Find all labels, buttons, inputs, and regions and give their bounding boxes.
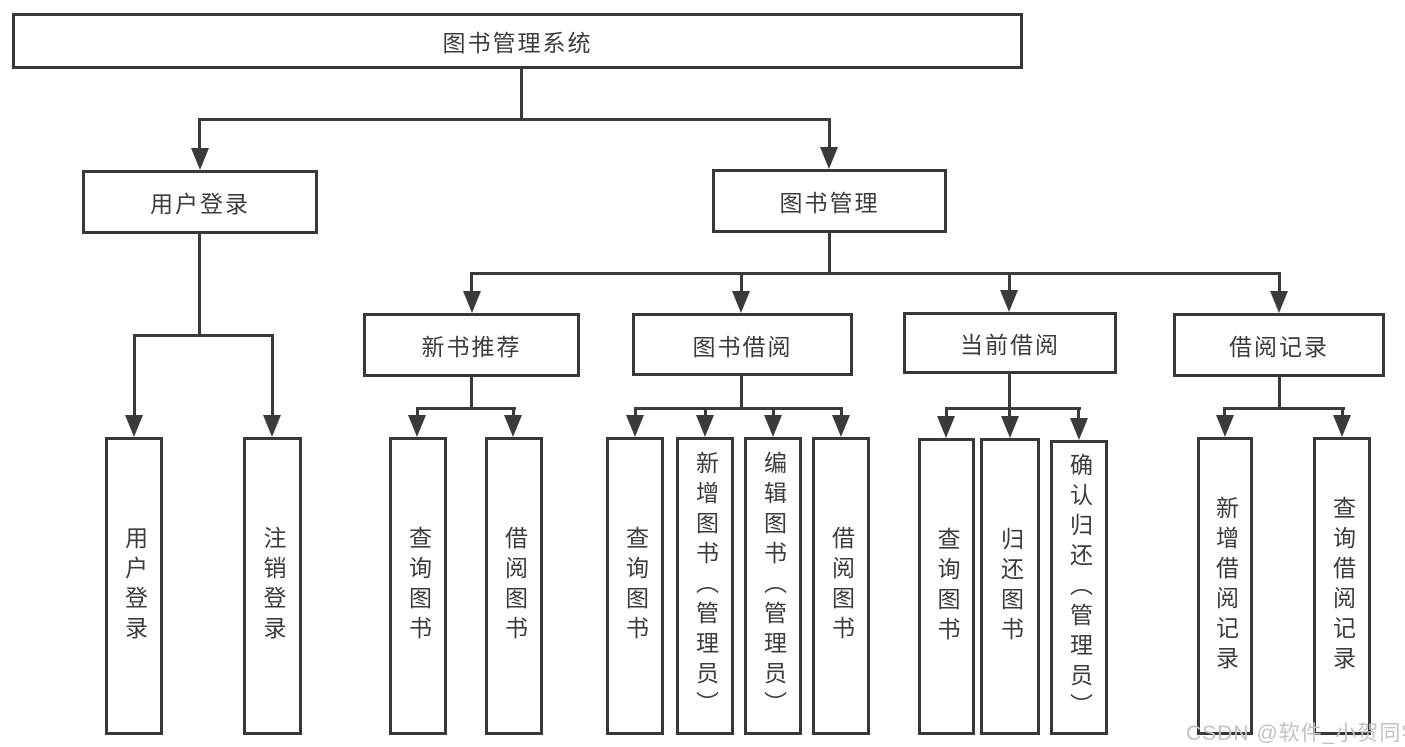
leaf-label: 用户登录	[121, 526, 148, 646]
connector-line	[416, 407, 516, 410]
leaf-label: 借阅图书	[501, 526, 528, 646]
connector-line	[828, 118, 831, 151]
leaf-label: 注销登录	[260, 526, 286, 646]
node-borrow-records: 借阅记录	[1173, 313, 1385, 377]
leaf-borrow-books-recommend: 借阅图书	[485, 437, 543, 735]
leaf-logout: 注销登录	[243, 437, 302, 735]
connector-line	[470, 272, 1281, 275]
leaf-confirm-return-admin: 确认归还（管理员）	[1050, 440, 1108, 735]
leaf-borrow-books-borrowing: 借阅图书	[812, 437, 870, 735]
arrowhead-down	[263, 415, 281, 437]
arrowhead-down	[1333, 415, 1351, 437]
arrowhead-down	[1070, 418, 1088, 440]
leaf-add-book-admin: 新增图书（管理员）	[676, 437, 734, 735]
connector-line	[840, 407, 843, 418]
arrowhead-down	[820, 147, 838, 169]
arrowhead-down	[463, 291, 481, 313]
connector-line	[634, 407, 843, 410]
leaf-label: 新增图书（管理员）	[692, 451, 719, 721]
arrowhead-down	[626, 415, 644, 437]
connector-line	[1223, 407, 1345, 410]
connector-line	[133, 334, 136, 419]
leaf-add-borrow-record: 新增借阅记录	[1197, 437, 1253, 735]
arrowhead-down	[504, 415, 522, 437]
connector-line	[133, 334, 274, 337]
arrowhead-down	[1000, 290, 1018, 312]
csdn-watermark: CSDN @软件_小贺同学	[1186, 722, 1405, 745]
leaf-query-books-current: 查询图书	[918, 438, 975, 735]
connector-line	[416, 407, 419, 418]
leaf-label: 查询图书	[934, 526, 960, 647]
arrowhead-down	[1216, 415, 1234, 437]
connector-line	[470, 377, 473, 410]
connector-line	[945, 407, 1081, 410]
connector-line	[1008, 373, 1011, 410]
node-label: 图书管理系统	[442, 30, 593, 56]
node-label: 当前借阅	[960, 332, 1060, 358]
connector-line	[828, 233, 831, 275]
connector-line	[198, 118, 201, 152]
connector-line	[470, 272, 473, 294]
leaf-query-books-recommend: 查询图书	[389, 437, 447, 735]
connector-line	[1278, 377, 1281, 410]
leaf-label: 编辑图书（管理员）	[760, 451, 787, 721]
leaf-label: 查询图书	[405, 526, 432, 646]
node-book-borrowing: 图书借阅	[632, 313, 853, 376]
connector-line	[1077, 407, 1080, 421]
connector-line	[772, 407, 775, 418]
connector-line	[271, 334, 274, 419]
arrowhead-down	[1001, 416, 1019, 438]
node-label: 用户登录	[150, 191, 250, 217]
connector-line	[520, 68, 523, 121]
leaf-label: 新增借阅记录	[1212, 496, 1239, 676]
leaf-edit-book-admin: 编辑图书（管理员）	[744, 437, 802, 735]
node-current-borrowing: 当前借阅	[903, 312, 1117, 374]
arrowhead-down	[191, 148, 209, 170]
connector-line	[1278, 272, 1281, 294]
leaf-label: 查询借阅记录	[1329, 496, 1356, 676]
connector-line	[1008, 272, 1011, 293]
connector-line	[1008, 407, 1011, 419]
connector-line	[198, 234, 201, 337]
arrowhead-down	[732, 291, 750, 313]
connector-line	[704, 407, 707, 418]
arrowhead-down	[937, 416, 955, 438]
node-library-management-system: 图书管理系统	[12, 13, 1023, 69]
arrowhead-down	[764, 415, 782, 437]
node-user-login: 用户登录	[82, 170, 318, 234]
arrowhead-down	[125, 415, 143, 437]
connector-line	[634, 407, 637, 418]
connector-line	[740, 272, 743, 294]
connector-line	[198, 118, 831, 121]
leaf-label: 查询图书	[622, 526, 649, 646]
connector-line	[945, 407, 948, 419]
node-label: 图书借阅	[692, 333, 793, 360]
leaf-user-login: 用户登录	[105, 437, 163, 735]
node-label: 图书管理	[779, 190, 880, 216]
leaf-query-books-borrowing: 查询图书	[606, 437, 664, 735]
arrowhead-down	[1270, 291, 1288, 313]
arrowhead-down	[832, 415, 850, 437]
connector-line	[740, 376, 743, 410]
node-new-book-recommend: 新书推荐	[363, 313, 580, 377]
connector-line	[1341, 407, 1344, 418]
leaf-label: 归还图书	[997, 526, 1024, 647]
connector-line	[512, 407, 515, 418]
arrowhead-down	[696, 415, 714, 437]
node-book-management: 图书管理	[712, 169, 947, 233]
leaf-label: 借阅图书	[828, 526, 855, 646]
connector-line	[1223, 407, 1226, 418]
leaf-return-book: 归还图书	[980, 438, 1040, 735]
node-label: 新书推荐	[421, 334, 522, 360]
leaf-query-borrow-record: 查询借阅记录	[1313, 437, 1371, 735]
arrowhead-down	[408, 415, 426, 437]
node-label: 借阅记录	[1229, 334, 1329, 360]
leaf-label: 确认归还（管理员）	[1066, 452, 1093, 723]
